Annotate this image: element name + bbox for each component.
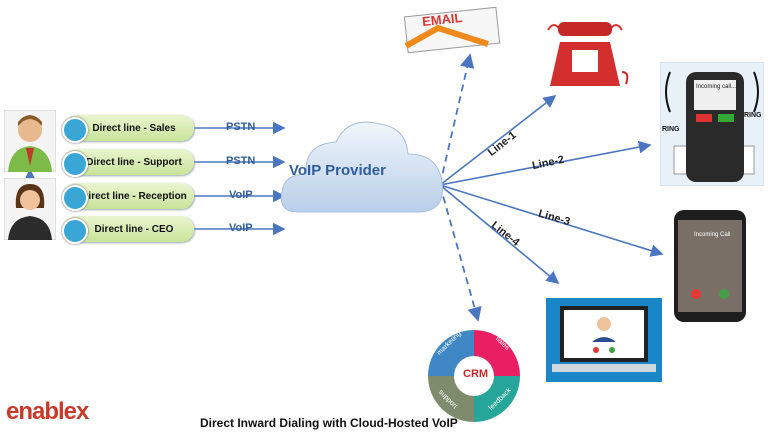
line-label: Direct line - Sales bbox=[92, 122, 176, 134]
smartphone-icon bbox=[674, 210, 746, 322]
protocol-label: PSTN bbox=[226, 155, 256, 167]
mobile-incoming-text: Incoming Call bbox=[694, 232, 731, 238]
cloud-icon bbox=[280, 121, 443, 213]
crm-cycle-icon bbox=[428, 330, 520, 422]
protocol-label: VoIP bbox=[229, 222, 253, 234]
male-user-icon bbox=[4, 110, 56, 172]
phone-icon bbox=[62, 218, 88, 244]
line-label: Direct line - Support bbox=[86, 156, 182, 168]
phone-icon bbox=[62, 151, 88, 177]
female-user-icon bbox=[4, 178, 56, 240]
protocol-label: PSTN bbox=[226, 121, 256, 133]
crm-center-label: CRM bbox=[463, 368, 489, 380]
ring-label: RING bbox=[662, 126, 680, 133]
cordless-phone-icon bbox=[660, 62, 764, 186]
ring-label: RING bbox=[744, 112, 762, 119]
laptop-icon bbox=[546, 298, 662, 382]
line-label: Direct line - CEO bbox=[94, 223, 174, 235]
enablex-logo: enablex bbox=[6, 398, 89, 425]
diagram-caption: Direct Inward Dialing with Cloud-Hosted … bbox=[200, 416, 458, 430]
red-telephone-icon bbox=[547, 22, 629, 86]
protocol-label: VoIP bbox=[229, 189, 253, 201]
phone-icon bbox=[62, 117, 88, 143]
provider-label: VoIP Provider bbox=[289, 162, 386, 179]
phone-icon bbox=[62, 185, 88, 211]
incoming-call-text: Incoming call... bbox=[696, 84, 737, 90]
email-icon bbox=[403, 6, 501, 54]
line-label: Direct line - Reception bbox=[81, 190, 187, 202]
